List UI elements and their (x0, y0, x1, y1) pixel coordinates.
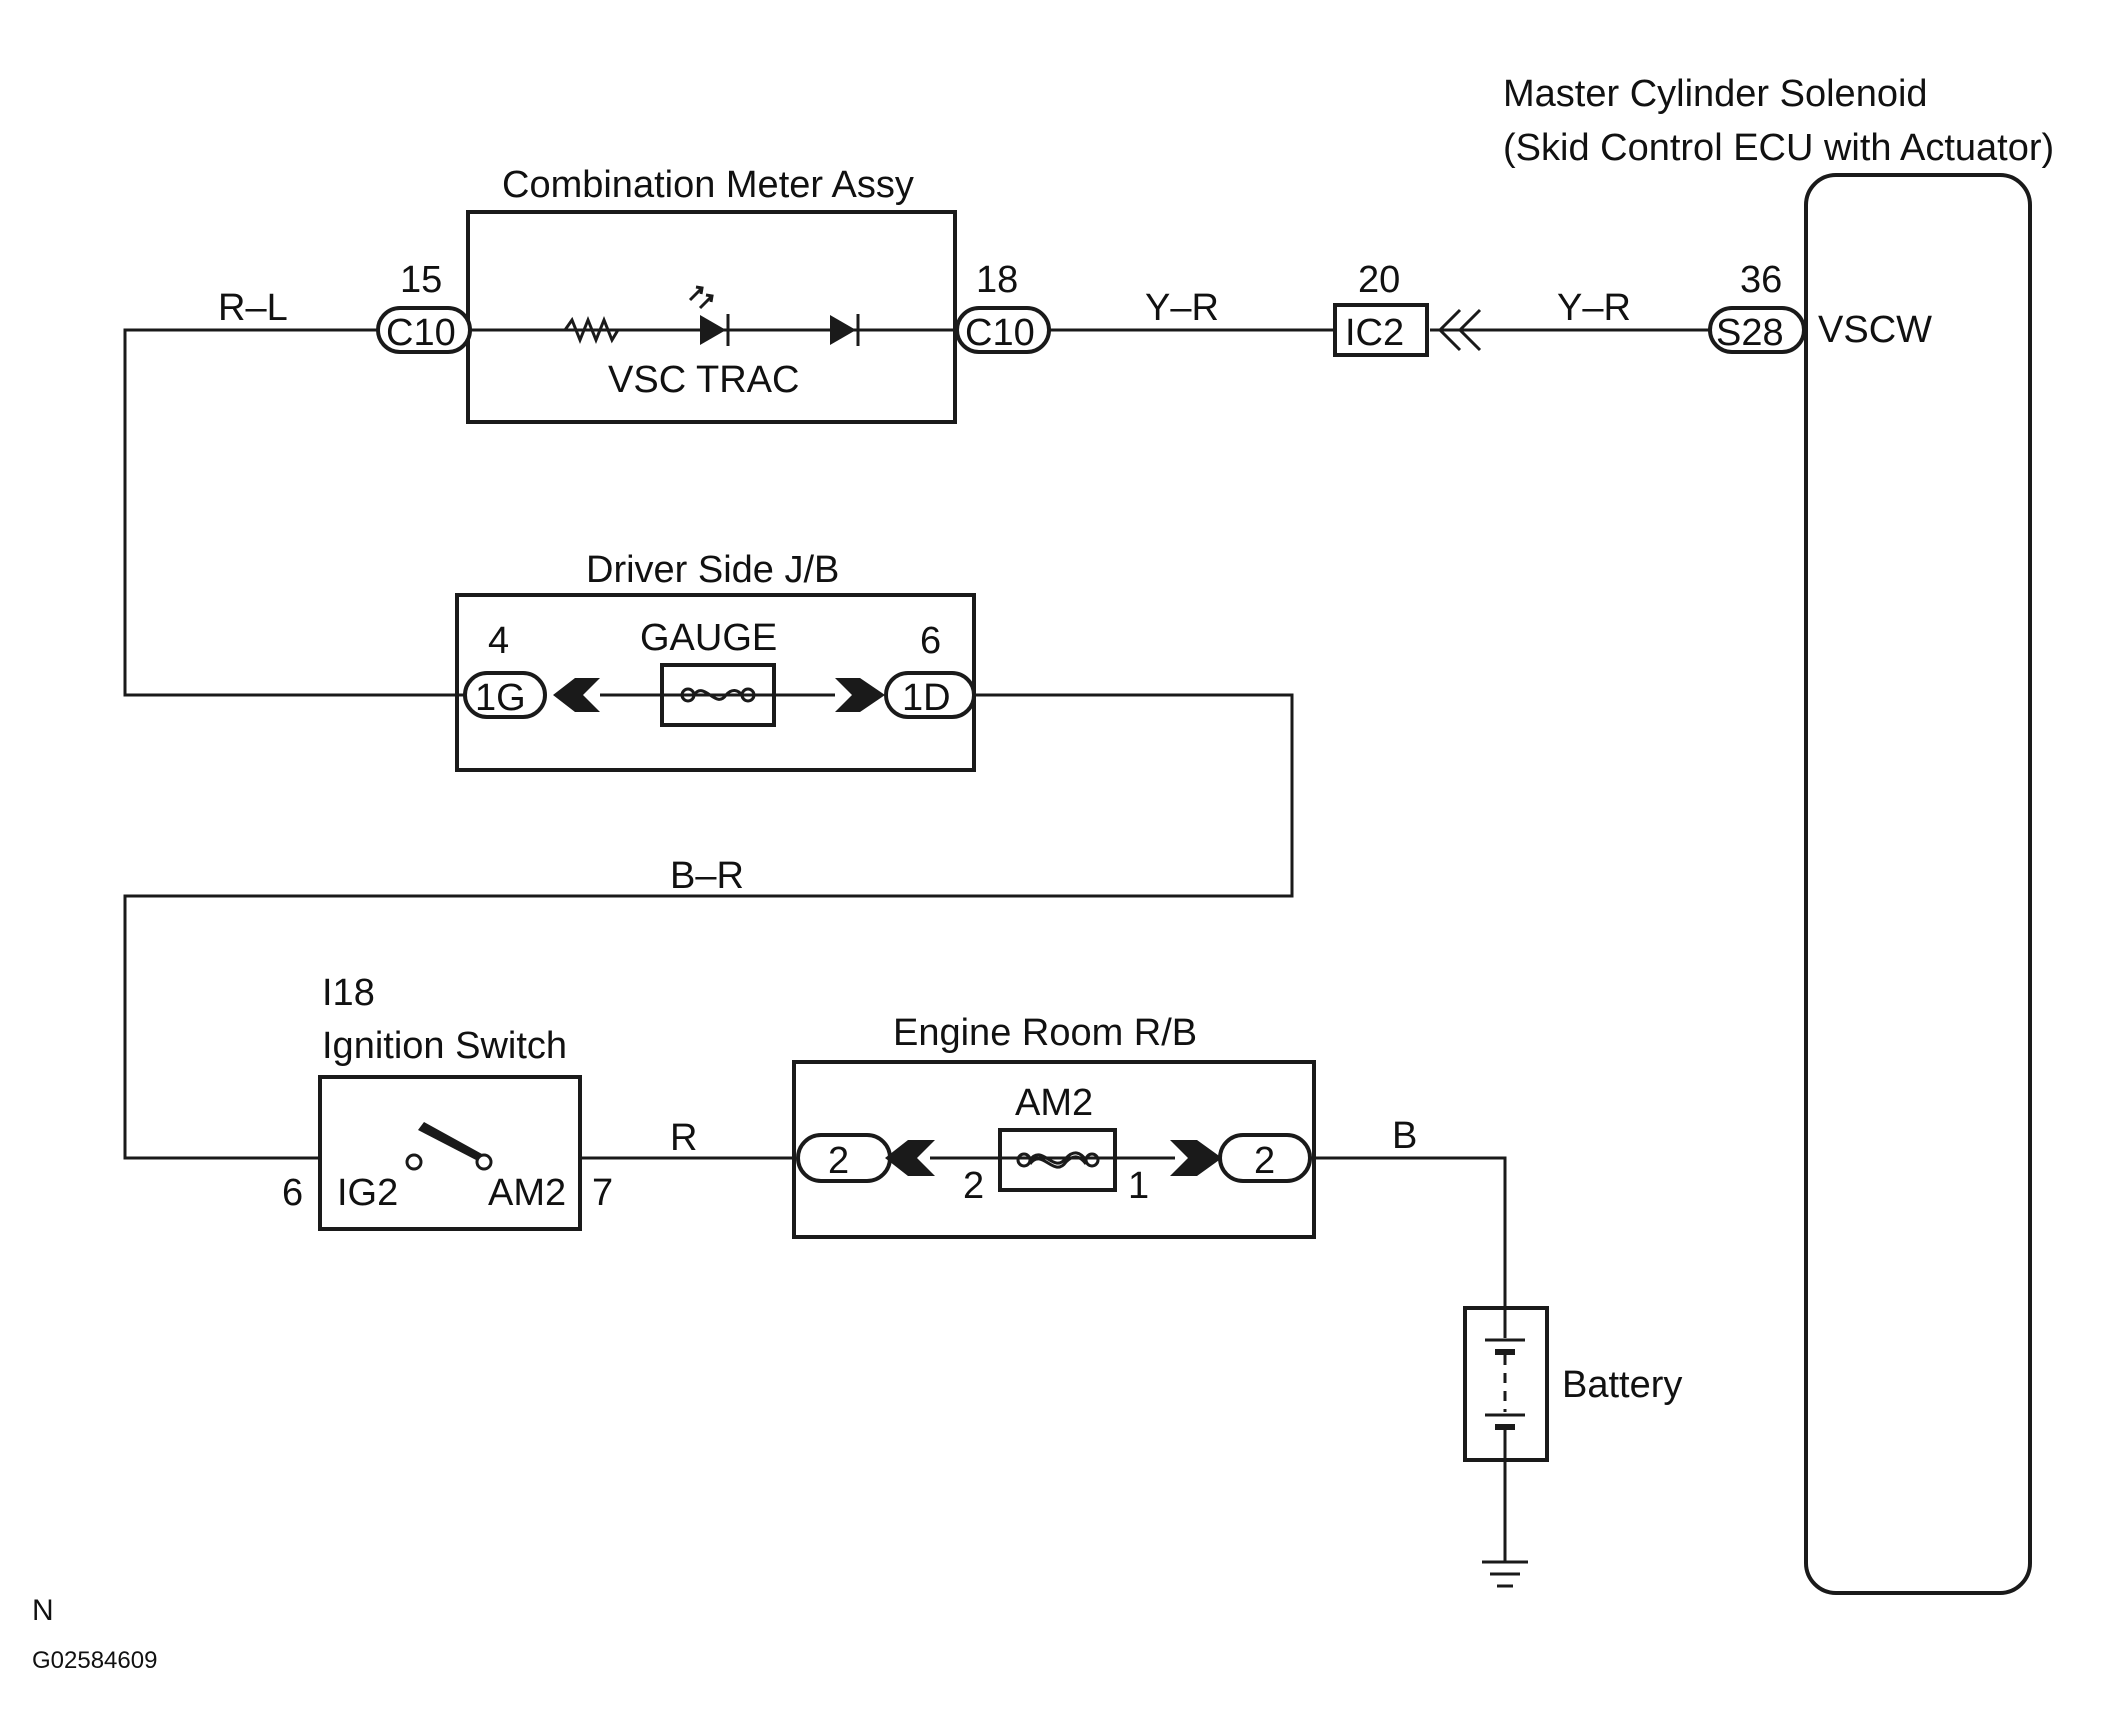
wire-label-r: R (670, 1117, 697, 1159)
fuse-icon (1016, 1151, 1100, 1169)
connector-1g-pin: 4 (488, 620, 509, 662)
wire-label-b-r: B–R (670, 855, 744, 897)
battery-icon (1485, 1308, 1525, 1460)
connector-1d-code: 1D (902, 677, 951, 719)
driver-side-jb: Driver Side J/B 4 1G GAUGE 6 1D (455, 549, 976, 772)
connector-c10-left-code: C10 (386, 312, 456, 354)
ignition-switch: I18 Ignition Switch 6 IG2 AM2 7 (282, 972, 613, 1231)
connector-c10-right: 18 C10 (955, 259, 1051, 354)
connector-c10-left: 15 C10 (376, 259, 472, 354)
master-cylinder-subtitle: (Skid Control ECU with Actuator) (1503, 127, 2054, 169)
vscw-terminal-label: VSCW (1818, 309, 1932, 351)
connector-c10-right-code: C10 (965, 312, 1035, 354)
connector-c10-left-pin: 15 (400, 259, 442, 301)
am2-fuse-box (998, 1128, 1117, 1192)
connector-s28-code: S28 (1716, 312, 1784, 354)
combination-meter-title: Combination Meter Assy (502, 164, 914, 206)
ground-icon (1482, 1560, 1528, 1588)
diode-icon (830, 314, 860, 346)
engine-room-rb: Engine Room R/B 2 AM2 2 1 2 (792, 1012, 1316, 1239)
engine-rb-right-connector: 2 (1254, 1140, 1275, 1182)
ignition-pin-6: 6 (282, 1172, 303, 1214)
driver-jb-title: Driver Side J/B (586, 549, 839, 591)
wires (123, 328, 1710, 1562)
engine-rb-title: Engine Room R/B (893, 1012, 1197, 1054)
arrow-left-icon (885, 1140, 935, 1176)
master-cylinder-title: Master Cylinder Solenoid (1503, 73, 1928, 115)
wire-label-b: B (1392, 1115, 1417, 1157)
wire-r-l (123, 328, 465, 697)
vsc-trac-lamp-label: VSC TRAC (608, 359, 799, 401)
figure-code: G02584609 (32, 1647, 157, 1674)
arrow-right-icon (1170, 1140, 1222, 1176)
battery: Battery (1463, 1306, 1682, 1462)
double-chevron-icon (1437, 308, 1462, 352)
arrow-right-icon (835, 678, 885, 712)
driver-jb-box (455, 593, 976, 772)
wire-b-r (123, 693, 1294, 1160)
led-icon (688, 285, 730, 346)
arrow-left-icon (553, 678, 600, 712)
am2-fuse-pin-right: 1 (1128, 1165, 1149, 1207)
engine-rb-box (792, 1060, 1316, 1239)
connector-ic2: 20 IC2 (1333, 259, 1482, 357)
footer-mark: N (32, 1594, 54, 1627)
connector-c10-right-pin: 18 (976, 259, 1018, 301)
switch-icon (405, 1122, 493, 1171)
connector-s28: 36 S28 (1708, 259, 1806, 354)
ignition-switch-title: Ignition Switch (322, 1025, 567, 1067)
battery-label: Battery (1562, 1364, 1682, 1406)
connector-s28-pin: 36 (1740, 259, 1782, 301)
gauge-fuse-label: GAUGE (640, 617, 777, 659)
ignition-switch-code: I18 (322, 972, 375, 1014)
resistor-symbol (555, 315, 630, 345)
ignition-pin-7: 7 (592, 1172, 613, 1214)
engine-rb-left-connector: 2 (828, 1140, 849, 1182)
connector-1d-pin: 6 (920, 620, 941, 662)
wire-label-y-r-1: Y–R (1145, 287, 1219, 329)
wire-label-r-l: R–L (218, 287, 288, 329)
ignition-am2-label: AM2 (488, 1172, 566, 1214)
ignition-switch-box (318, 1075, 582, 1231)
combination-meter: Combination Meter Assy VSC TRAC (466, 164, 957, 424)
wire-b (1307, 1156, 1507, 1308)
connector-ic2-pin: 20 (1358, 259, 1400, 301)
connector-ic2-code: IC2 (1345, 312, 1404, 354)
gauge-fuse-box (660, 663, 776, 727)
am2-fuse-pin-left: 2 (963, 1165, 984, 1207)
wire-label-y-r-2: Y–R (1557, 287, 1631, 329)
connector-1g-code: 1G (475, 677, 526, 719)
am2-fuse-label: AM2 (1015, 1082, 1093, 1124)
master-cylinder-solenoid: Master Cylinder Solenoid (Skid Control E… (1503, 73, 2054, 1595)
skid-control-ecu-box (1804, 173, 2032, 1595)
fuse-icon (680, 687, 756, 703)
ignition-ig2-label: IG2 (337, 1172, 398, 1214)
